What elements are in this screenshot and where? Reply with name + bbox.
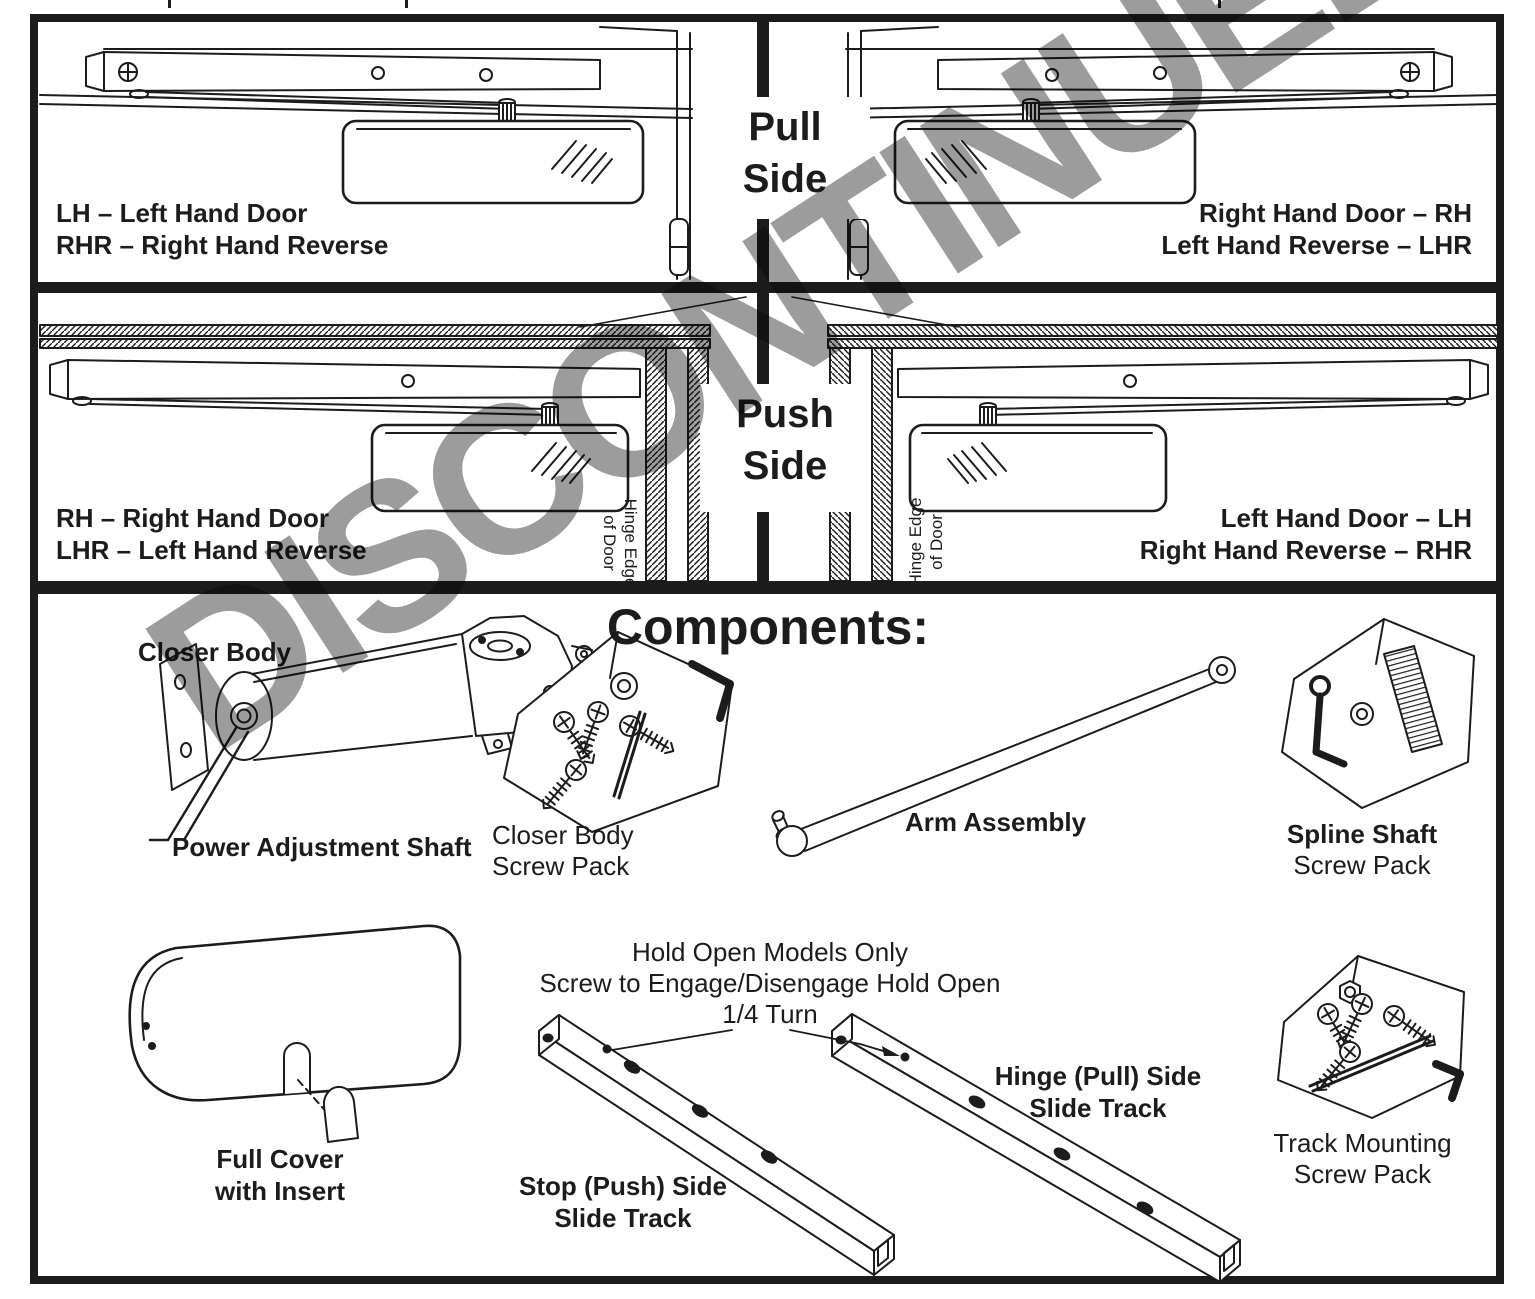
label-line: Screw Pack: [1293, 850, 1431, 880]
side-label-line: Push: [736, 392, 834, 436]
components-heading: Components:: [606, 599, 930, 655]
handing-label-push-right: Left Hand Door – LH Right Hand Reverse –…: [950, 502, 1472, 566]
spline-shaft-pack-art: [1281, 618, 1475, 809]
components-illustrations: [128, 615, 1475, 1283]
side-label-line: Pull: [748, 105, 822, 149]
track-mounting-pack-art: [1277, 955, 1465, 1119]
handing-line: LHR – Left Hand Reverse: [56, 535, 367, 565]
arm-assembly-art: [771, 656, 1236, 857]
closer-body-art: [148, 615, 593, 842]
label-line: with Insert: [214, 1176, 345, 1206]
hold-open-note: Hold Open Models Only Screw to Engage/Di…: [470, 937, 1070, 1030]
side-label-line: Side: [742, 444, 828, 488]
label-line: Screw Pack: [1293, 1159, 1432, 1189]
handing-line: LH – Left Hand Door: [56, 198, 308, 228]
hinge-track-art: [831, 1013, 1241, 1283]
handing-line: Right Hand Door – RH: [1199, 198, 1472, 228]
hinge-edge-label-left: Hinge Edge of Door: [599, 493, 641, 593]
closer-body-screw-pack-label: Closer Body Screw Pack: [492, 820, 634, 882]
track-mounting-pack-label: Track Mounting Screw Pack: [1255, 1128, 1470, 1190]
stop-track-art: [538, 1014, 895, 1276]
handing-line: Right Hand Reverse – RHR: [1139, 535, 1472, 565]
label-line: Slide Track: [554, 1203, 692, 1233]
push-side-label: Push Side: [700, 384, 870, 512]
label-line: Track Mounting: [1273, 1128, 1452, 1158]
label-line: Spline Shaft: [1286, 819, 1438, 849]
arm-assembly-label: Arm Assembly: [905, 807, 1087, 837]
hinge-track-label: Hinge (Pull) Side Slide Track: [968, 1060, 1228, 1124]
hinge-edge-line: of Door: [600, 515, 619, 571]
label-line: Stop (Push) Side: [519, 1171, 727, 1201]
closer-body-screw-pack-art: [503, 631, 734, 833]
handing-label-push-left: RH – Right Hand Door LHR – Left Hand Rev…: [56, 502, 556, 566]
handing-line: Left Hand Door – LH: [1220, 503, 1472, 533]
cut-off-text-artifact: [405, 0, 408, 8]
note-line: Screw to Engage/Disengage Hold Open: [539, 968, 1001, 998]
label-line: Closer Body: [492, 820, 634, 850]
full-cover-label: Full Cover with Insert: [175, 1143, 385, 1207]
label-line: Screw Pack: [492, 851, 630, 881]
note-line: 1/4 Turn: [722, 999, 818, 1029]
pull-side-label: Pull Side: [700, 97, 870, 219]
label-line: Full Cover: [216, 1144, 344, 1174]
quarter-turn-leaders: [611, 1029, 900, 1056]
note-line: Hold Open Models Only: [631, 937, 909, 967]
power-adjustment-shaft-label: Power Adjustment Shaft: [172, 832, 472, 862]
handing-line: Left Hand Reverse – LHR: [1161, 230, 1472, 260]
side-label-line: Side: [742, 157, 828, 201]
stop-track-label: Stop (Push) Side Slide Track: [498, 1170, 748, 1234]
handing-label-pull-left: LH – Left Hand Door RHR – Right Hand Rev…: [56, 197, 556, 261]
full-cover-art: [128, 924, 462, 1143]
hinge-edge-line: Hinge Edge: [906, 497, 925, 587]
cut-off-text-artifact: [168, 0, 171, 8]
label-line: Slide Track: [1029, 1093, 1167, 1123]
handing-label-pull-right: Right Hand Door – RH Left Hand Reverse –…: [950, 197, 1472, 261]
hinge-edge-line: Hinge Edge: [621, 498, 640, 588]
closer-body-label: Closer Body: [138, 637, 292, 667]
hinge-edge-label-right: Hinge Edge of Door: [905, 492, 947, 592]
spline-shaft-pack-label: Spline Shaft Screw Pack: [1262, 818, 1462, 881]
handing-line: RH – Right Hand Door: [56, 503, 329, 533]
label-line: Hinge (Pull) Side: [994, 1061, 1202, 1091]
hinge-edge-line: of Door: [927, 514, 946, 570]
handing-line: RHR – Right Hand Reverse: [56, 230, 389, 260]
cut-off-text-artifact: [1218, 0, 1221, 8]
